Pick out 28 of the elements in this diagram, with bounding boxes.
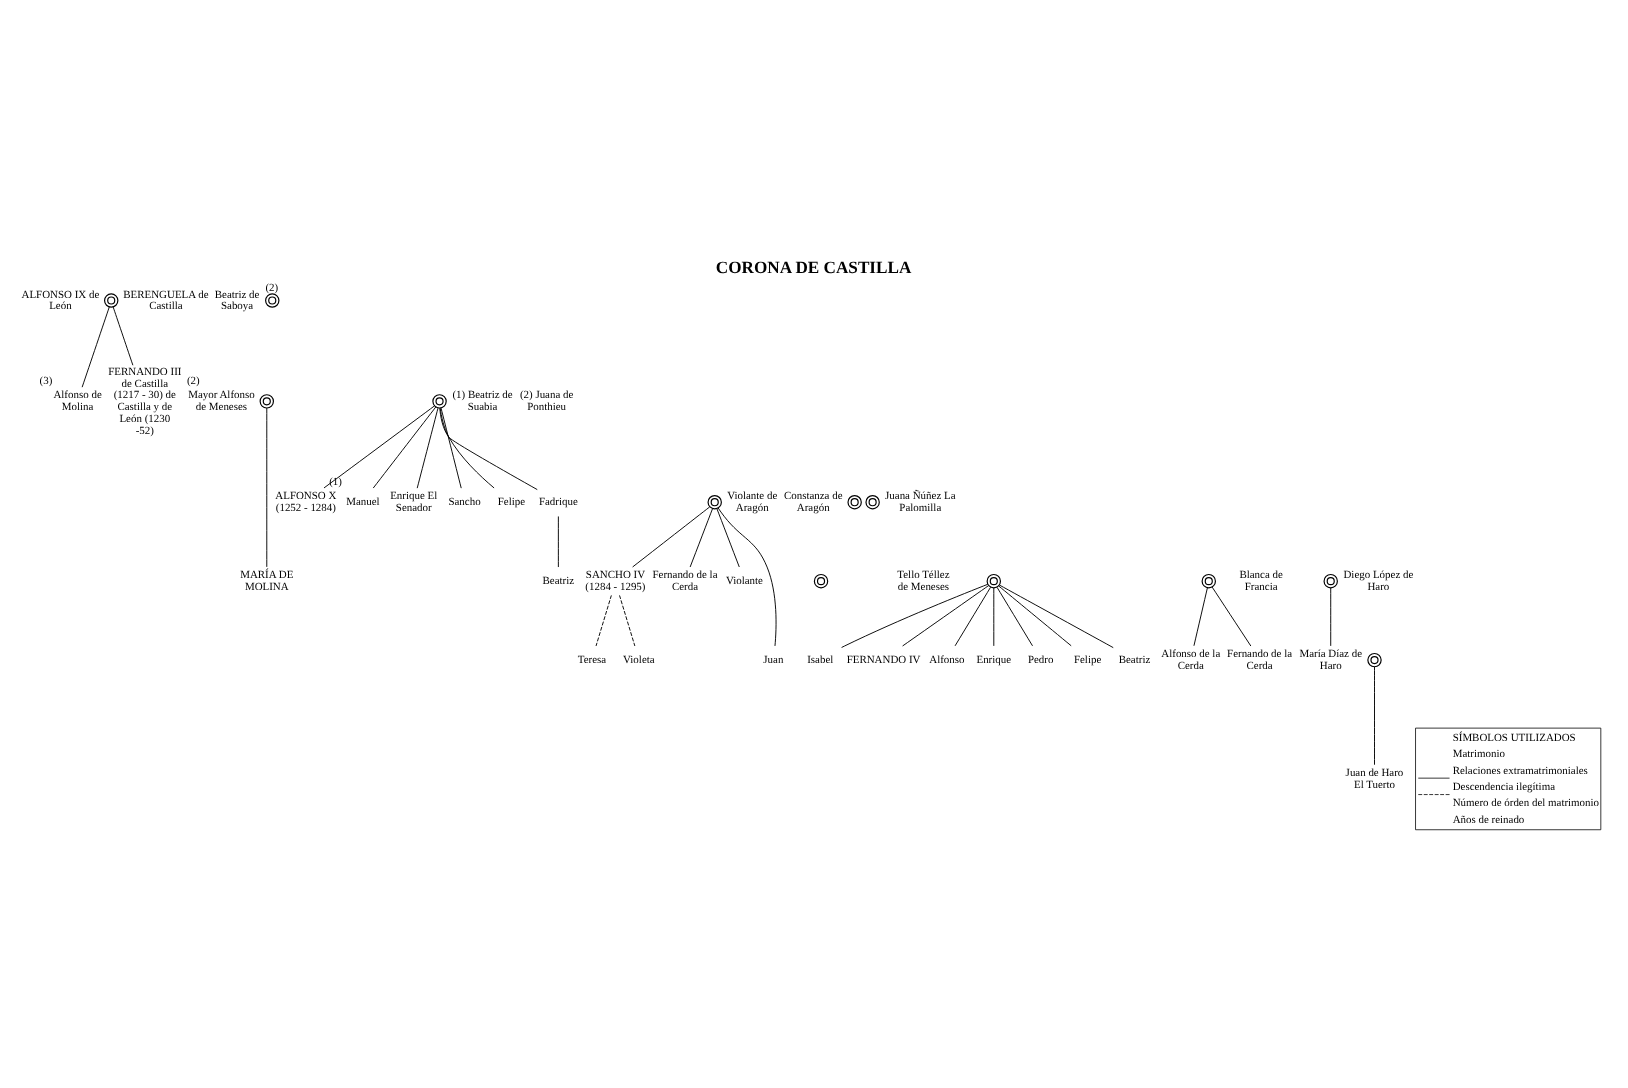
connector bbox=[595, 593, 612, 646]
connector bbox=[996, 585, 1033, 646]
connector bbox=[619, 593, 636, 646]
connector bbox=[557, 515, 559, 567]
connector bbox=[1193, 586, 1208, 646]
connector bbox=[954, 585, 992, 646]
connector bbox=[689, 507, 714, 567]
diagram-title: CORONA DE CASTILLA bbox=[715, 256, 912, 277]
connector bbox=[112, 305, 134, 365]
connector bbox=[999, 583, 1114, 648]
connector bbox=[266, 406, 268, 567]
connector bbox=[902, 584, 989, 646]
connector bbox=[440, 406, 462, 488]
connector bbox=[841, 582, 989, 647]
connector bbox=[439, 406, 495, 488]
connector bbox=[717, 506, 777, 646]
connector bbox=[716, 507, 740, 567]
connector bbox=[1211, 585, 1252, 646]
connector bbox=[1374, 665, 1375, 765]
connector bbox=[416, 406, 439, 488]
connector bbox=[993, 586, 995, 646]
connector bbox=[81, 305, 110, 387]
connector bbox=[998, 584, 1072, 646]
connector bbox=[439, 406, 538, 490]
connector bbox=[1330, 586, 1332, 646]
connector bbox=[372, 405, 437, 488]
connector bbox=[323, 404, 435, 488]
connector bbox=[632, 505, 711, 567]
